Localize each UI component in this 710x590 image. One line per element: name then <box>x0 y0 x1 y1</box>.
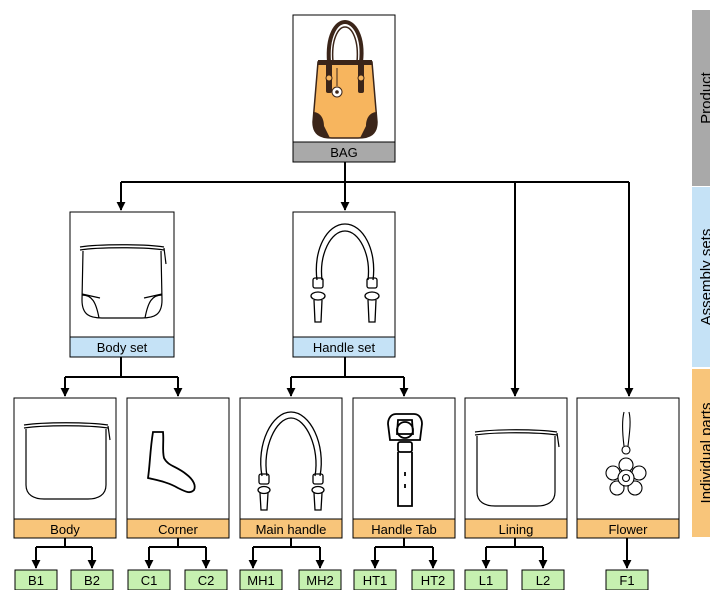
part-label-flower: Flower <box>608 522 648 537</box>
lining-icon <box>474 429 560 507</box>
node-part-flower[interactable]: Flower <box>576 397 680 539</box>
code-label-mh2: MH2 <box>306 573 333 588</box>
part-label-lining: Lining <box>499 522 534 537</box>
bag-body-outline-icon <box>79 244 167 319</box>
node-product-bag[interactable]: BAG <box>292 14 396 163</box>
part-label-handle-tab: Handle Tab <box>371 522 437 537</box>
code-box-l1[interactable]: L1 <box>464 569 508 590</box>
code-box-c2[interactable]: C2 <box>184 569 228 590</box>
code-label-l2: L2 <box>536 573 550 588</box>
handle-strap-icon <box>310 223 380 323</box>
node-assembly-body-set[interactable]: Body set <box>69 211 175 358</box>
code-label-c2: C2 <box>198 573 215 588</box>
handbag-icon <box>312 19 378 139</box>
node-part-handle-tab[interactable]: Handle Tab <box>352 397 456 539</box>
part-label-corner: Corner <box>158 522 198 537</box>
code-label-b2: B2 <box>84 573 100 588</box>
connectors <box>31 162 634 569</box>
level-band-product: Product <box>692 10 710 186</box>
code-label-ht1: HT1 <box>363 573 388 588</box>
part-label-body: Body <box>50 522 80 537</box>
node-assembly-handle-set[interactable]: Handle set <box>292 211 396 358</box>
code-box-b1[interactable]: B1 <box>14 569 58 590</box>
flower-charm-icon <box>605 411 647 496</box>
level-label-parts: Individual parts <box>698 403 710 504</box>
code-box-l2[interactable]: L2 <box>521 569 565 590</box>
code-label-mh1: MH1 <box>247 573 274 588</box>
code-box-f1[interactable]: F1 <box>605 569 649 590</box>
node-part-body[interactable]: Body <box>13 397 117 539</box>
code-box-b2[interactable]: B2 <box>70 569 114 590</box>
level-label-assembly: Assembly sets <box>698 229 710 326</box>
handle-tab-icon <box>387 413 423 507</box>
node-part-lining[interactable]: Lining <box>464 397 568 539</box>
node-part-corner[interactable]: Corner <box>126 397 230 539</box>
code-label-c1: C1 <box>141 573 158 588</box>
corner-piece-icon <box>146 431 196 494</box>
level-band-assembly: Assembly sets <box>692 187 710 367</box>
code-label-b1: B1 <box>28 573 44 588</box>
part-label-main-handle: Main handle <box>256 522 327 537</box>
code-box-mh1[interactable]: MH1 <box>239 569 283 590</box>
level-band-parts: Individual parts <box>692 369 710 537</box>
code-box-mh2[interactable]: MH2 <box>298 569 342 590</box>
level-label-product: Product <box>698 71 710 124</box>
code-label-ht2: HT2 <box>421 573 446 588</box>
code-label-f1: F1 <box>619 573 634 588</box>
code-box-ht1[interactable]: HT1 <box>353 569 397 590</box>
code-label-l1: L1 <box>479 573 493 588</box>
code-box-ht2[interactable]: HT2 <box>411 569 455 590</box>
assembly-label-handle-set: Handle set <box>313 340 376 355</box>
bag-body-icon <box>23 422 111 500</box>
code-boxes: B1 B2 C1 C2 MH1 MH2 HT1 HT2 <box>14 569 649 590</box>
node-part-main-handle[interactable]: Main handle <box>239 397 343 539</box>
main-handle-icon <box>257 411 325 511</box>
assembly-label-body-set: Body set <box>97 340 148 355</box>
product-label: BAG <box>330 145 357 160</box>
code-box-c1[interactable]: C1 <box>127 569 171 590</box>
